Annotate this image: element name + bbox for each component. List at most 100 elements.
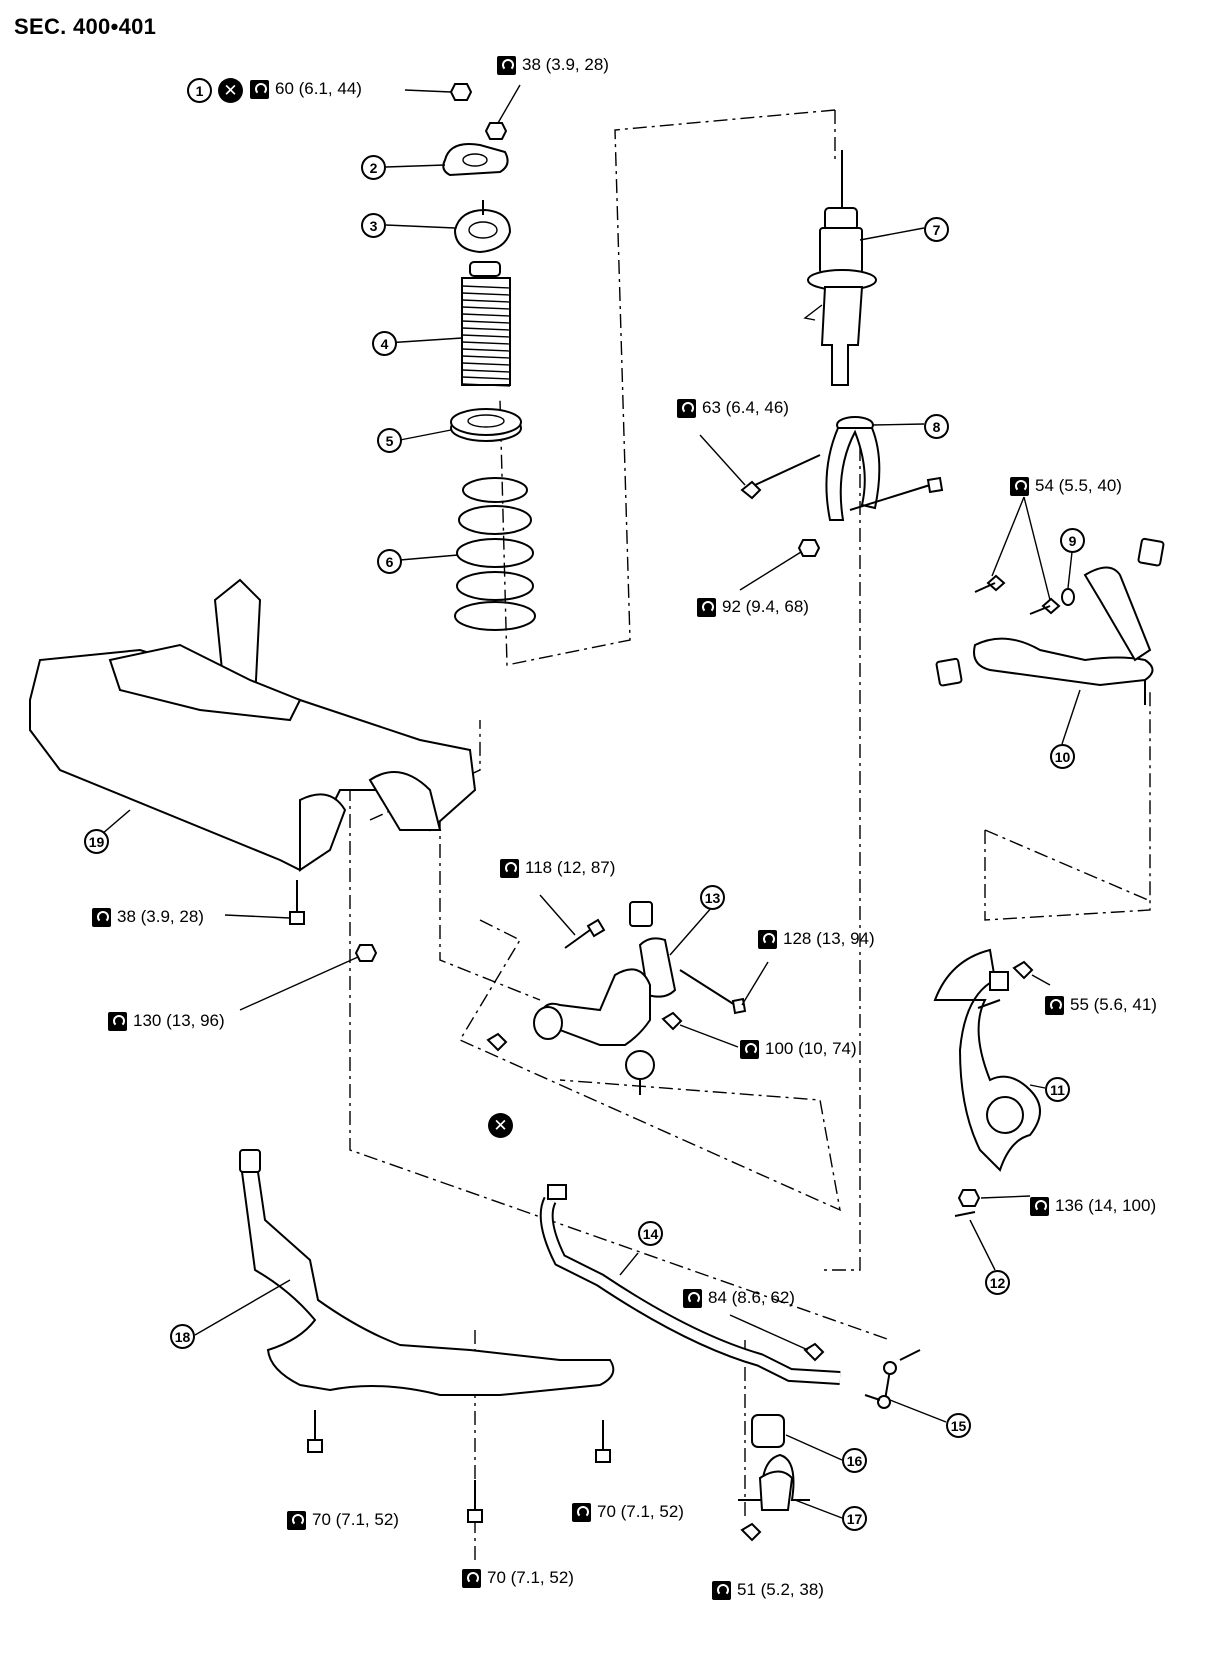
boot-rib (461, 362, 511, 366)
torque-value: 60 (6.1, 44) (275, 79, 362, 98)
torque-wrench-icon (683, 1288, 702, 1308)
callout-12: 12 (985, 1270, 1010, 1295)
torque-value: 136 (14, 100) (1055, 1196, 1157, 1215)
torque-value: 118 (12, 87) (525, 858, 616, 877)
shock-absorber-strut (803, 150, 925, 386)
torque-wrench-icon (108, 1011, 127, 1031)
callout-9: 9 (1060, 528, 1085, 553)
do-not-reuse-icon: ✕ (488, 1113, 513, 1138)
torque-label-clamp-nut: 51 (5.2, 38) (712, 1580, 824, 1600)
boot-rib (461, 299, 511, 303)
upper-link-arm (935, 537, 1165, 745)
torque-value: 38 (3.9, 28) (117, 907, 204, 926)
torque-value: 51 (5.2, 38) (737, 1580, 824, 1599)
torque-value: 70 (7.1, 52) (597, 1502, 684, 1521)
torque-value: 130 (13, 96) (133, 1011, 225, 1030)
callout-17: 17 (842, 1506, 867, 1531)
strut-fork (825, 416, 925, 521)
torque-wrench-icon (758, 929, 777, 949)
upper-arm-bolts (974, 496, 1075, 615)
section-title: SEC. 400•401 (14, 14, 157, 39)
callout-13: 13 (700, 885, 725, 910)
torque-value: 92 (9.4, 68) (722, 597, 809, 616)
torque-label-member-bolt: 38 (3.9, 28) (92, 907, 204, 927)
do-not-reuse-icon: ✕ (218, 78, 243, 103)
steering-knuckle (933, 948, 1046, 1172)
torque-label-fork-bolt: 63 (6.4, 46) (677, 398, 789, 418)
callout-19: 19 (84, 829, 109, 854)
torque-label-member-nut: 130 (13, 96) (108, 1011, 225, 1031)
torque-wrench-icon (497, 55, 516, 75)
bound-bumper-boot (385, 261, 511, 387)
torque-label-gusset-right: 70 (7.1, 52) (572, 1502, 684, 1522)
mount-nut (484, 84, 521, 140)
coil-spring (399, 477, 536, 631)
torque-label-lower-bolt-2: 128 (13, 94) (758, 929, 875, 949)
torque-value: 128 (13, 94) (783, 929, 875, 948)
fork-bolt (699, 434, 821, 500)
torque-wrench-icon (250, 79, 269, 99)
stabilizer-bushing (751, 1414, 843, 1461)
boot-rib (461, 313, 511, 317)
torque-wrench-icon (572, 1502, 591, 1522)
callout-16: 16 (842, 1448, 867, 1473)
torque-value: 63 (6.4, 46) (702, 398, 789, 417)
torque-wrench-icon (1030, 1196, 1049, 1216)
torque-label-knuckle-nut: 55 (5.6, 41) (1045, 995, 1157, 1015)
torque-wrench-icon (287, 1510, 306, 1530)
torque-label-hub-nut: 136 (14, 100) (1030, 1196, 1156, 1216)
torque-wrench-icon (740, 1039, 759, 1059)
torque-value: 54 (5.5, 40) (1035, 476, 1122, 495)
torque-label-strut-nut: 60 (6.1, 44) (250, 79, 362, 99)
stabilizer-bar (539, 1184, 841, 1385)
member-bolt (224, 880, 305, 925)
torque-label-upper-arm: 54 (5.5, 40) (1010, 476, 1122, 496)
strut-nut (404, 83, 473, 101)
torque-value: 100 (10, 74) (765, 1039, 857, 1058)
callout-8: 8 (924, 414, 949, 439)
stabilizer-clamp (738, 1453, 843, 1542)
callout-6: 6 (377, 549, 402, 574)
callout-14: 14 (638, 1221, 663, 1246)
bound-bumper-washer (385, 143, 509, 177)
callout-2: 2 (361, 155, 386, 180)
assembly-lines (349, 109, 1151, 1560)
torque-label-gusset-center: 70 (7.1, 52) (462, 1568, 574, 1588)
torque-wrench-icon (1010, 476, 1029, 496)
torque-value: 84 (8.6, 62) (708, 1288, 795, 1307)
link-nut (729, 1314, 825, 1362)
boot-rib (461, 306, 511, 310)
fork-nut (739, 539, 821, 591)
front-suspension-member (29, 578, 477, 872)
boot-rib (461, 376, 511, 380)
torque-label-gusset-left: 70 (7.1, 52) (287, 1510, 399, 1530)
torque-value: 55 (5.6, 41) (1070, 995, 1157, 1014)
upper-spring-seat (399, 408, 522, 442)
stabilizer-connecting-rod (864, 1349, 947, 1423)
torque-label-lower-bolt: 118 (12, 87) (500, 858, 615, 878)
torque-value: 38 (3.9, 28) (522, 55, 609, 74)
callout-10: 10 (1050, 744, 1075, 769)
torque-wrench-icon (697, 597, 716, 617)
torque-value: 70 (7.1, 52) (312, 1510, 399, 1529)
callout-1: 1 (187, 78, 212, 103)
strut-mounting-insulator (385, 200, 512, 254)
knuckle-nut (1012, 960, 1051, 986)
boot-rib (461, 355, 511, 359)
torque-wrench-icon (500, 858, 519, 878)
boot-rib (461, 369, 511, 373)
torque-label-lower-nut: 100 (10, 74) (740, 1039, 857, 1059)
torque-label-mount-nut: 38 (3.9, 28) (497, 55, 609, 75)
cotter-pin-nut (954, 1189, 1031, 1271)
callout-3: 3 (361, 213, 386, 238)
boot-rib (461, 383, 511, 387)
callout-15: 15 (946, 1413, 971, 1438)
torque-wrench-icon (677, 398, 696, 418)
torque-wrench-icon (712, 1580, 731, 1600)
transverse-link (533, 901, 713, 1095)
torque-label-fork-nut: 92 (9.4, 68) (697, 597, 809, 617)
boot-rib (461, 348, 511, 352)
gusset-bolts (307, 1410, 611, 1523)
callout-4: 4 (372, 331, 397, 356)
